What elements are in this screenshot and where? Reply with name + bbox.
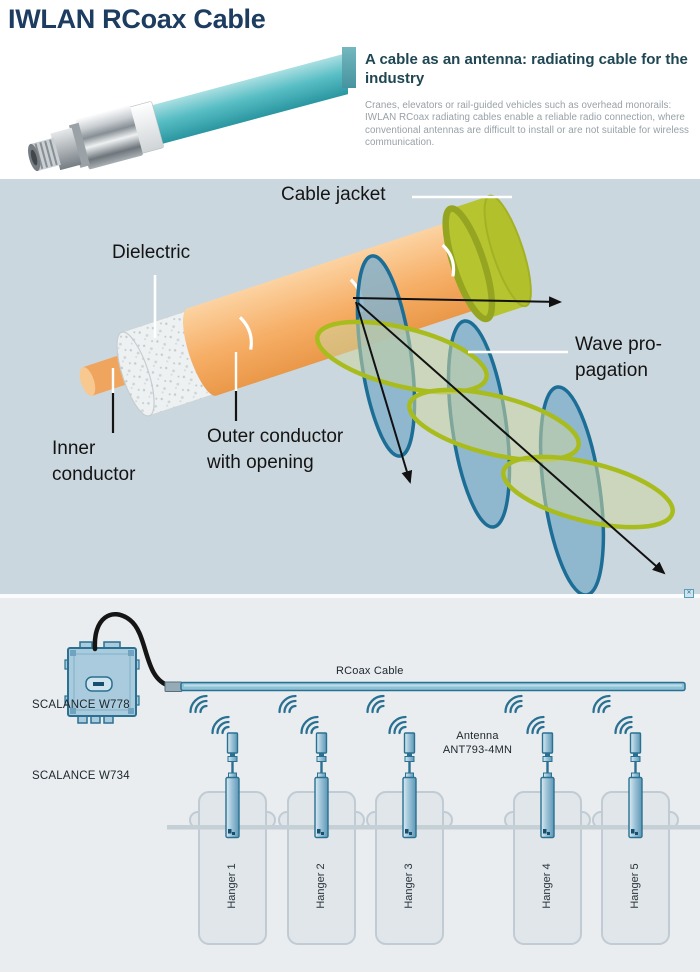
propagation-arrows [352, 296, 666, 575]
hanger-5-label: Hanger 5 [628, 863, 641, 909]
label-cable-jacket: Cable jacket [281, 184, 386, 205]
antenna-icon [314, 732, 329, 839]
product-photo [0, 33, 348, 179]
label-wave-propagation: Wave pro- pagation [575, 334, 662, 381]
label-dielectric: Dielectric [112, 242, 191, 263]
access-point-device [64, 641, 140, 724]
label-outer-conductor: Outer conductor with opening [207, 426, 344, 473]
antenna-icon [225, 732, 240, 839]
hanger-4-label: Hanger 4 [540, 863, 553, 909]
connector-barrel [76, 105, 143, 170]
label-rcoax-cable: RCoax Cable [336, 665, 404, 677]
wifi-signal-icon [189, 694, 230, 735]
network-schematic-drawing [0, 594, 700, 945]
cable-structure-drawing [79, 194, 675, 594]
label-scalance-w734: SCALANCE W734 [32, 770, 130, 782]
antenna-icon [628, 732, 643, 839]
wifi-signal-icon [592, 694, 633, 735]
close-icon[interactable]: ✕ [684, 589, 694, 598]
hanger-2-label: Hanger 2 [314, 863, 327, 909]
leader-lines [111, 195, 568, 433]
outer-conductor [183, 210, 511, 396]
teal-accent-bar [342, 47, 356, 88]
hanger-3-label: Hanger 3 [402, 863, 415, 909]
label-scalance-w778: SCALANCE W778 [32, 699, 130, 711]
hanger-1-label: Hanger 1 [225, 863, 238, 909]
intro-paragraph: Cranes, elevators or rail-guided vehicle… [365, 100, 689, 149]
intro-heading: A cable as an antenna: radiating cable f… [365, 51, 688, 87]
cable-connector [164, 681, 183, 692]
monorail [167, 825, 700, 830]
coax-cable-3d [79, 194, 532, 417]
rcoax-cable-photo-illustration [28, 45, 348, 172]
wireless-signals [189, 694, 633, 735]
label-antenna-type: Antenna ANT793-4MN [442, 730, 513, 756]
cable-structure-diagram [0, 179, 700, 594]
wave-loops-green [315, 319, 675, 530]
page-title: IWLAN RCoax Cable [8, 4, 266, 34]
antenna-icon [402, 732, 417, 839]
network-schematic [0, 594, 700, 972]
teal-cable [145, 45, 348, 146]
wifi-signal-icon [504, 694, 545, 735]
hangers [189, 791, 679, 945]
rcoax-cable-run [180, 681, 686, 692]
feeder-cable [92, 612, 173, 689]
wifi-signal-icon [366, 694, 407, 735]
wifi-signal-icon [278, 694, 319, 735]
label-inner-conductor: Inner conductor [52, 438, 136, 485]
antenna-icon [540, 732, 555, 839]
